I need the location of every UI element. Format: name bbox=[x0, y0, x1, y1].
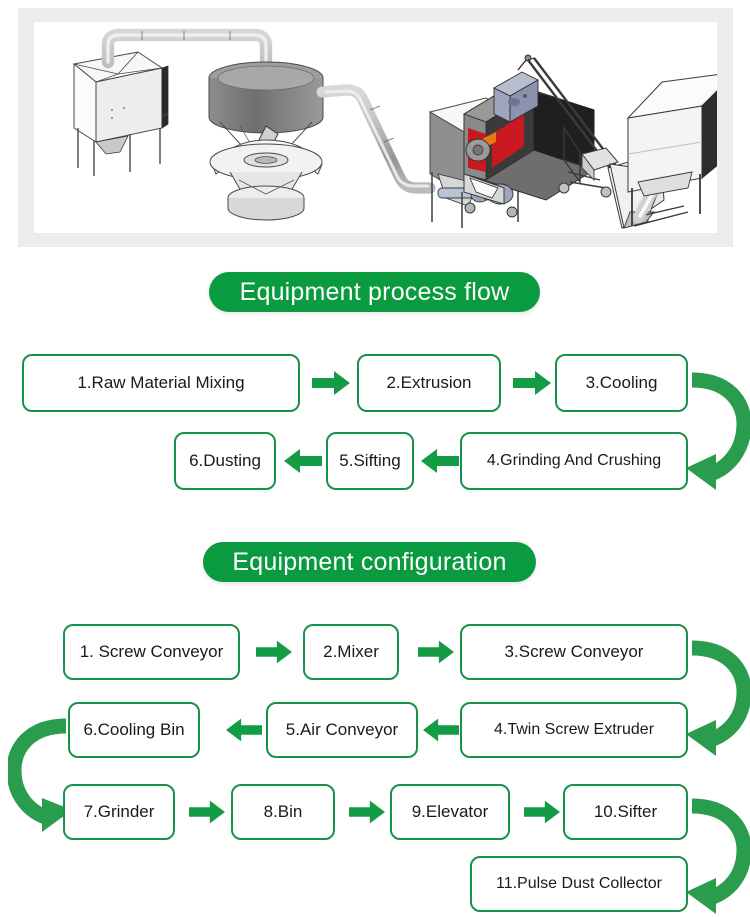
curved-arrow-step3-to-step4 bbox=[684, 358, 750, 490]
config-item-11-pulse-dust-collector[interactable]: 11.Pulse Dust Collector bbox=[470, 856, 688, 912]
production-line-illustration bbox=[72, 28, 717, 229]
machine-storage-bin bbox=[626, 74, 717, 226]
config-item-2-mixer[interactable]: 2.Mixer bbox=[303, 624, 399, 680]
arrow-config2-to-config3 bbox=[418, 640, 454, 664]
curved-arrow-config3-to-config4 bbox=[684, 628, 750, 756]
config-item-6-cooling-bin[interactable]: 6.Cooling Bin bbox=[68, 702, 200, 758]
config-item-4-twin-screw-extruder[interactable]: 4.Twin Screw Extruder bbox=[460, 702, 688, 758]
curved-arrow-config10-to-config11 bbox=[684, 788, 750, 914]
arrow-config1-to-config2 bbox=[256, 640, 292, 664]
arrow-step2-to-step3 bbox=[513, 371, 551, 395]
flow-step-6-dusting[interactable]: 6.Dusting bbox=[174, 432, 276, 490]
machine-cooling-conveyor bbox=[527, 57, 619, 198]
arrow-config9-to-config10 bbox=[524, 800, 560, 824]
config-item-7-grinder[interactable]: 7.Grinder bbox=[63, 784, 175, 840]
arrow-step5-to-step6 bbox=[284, 449, 322, 473]
machine-cyclone-separator bbox=[208, 61, 324, 221]
machine-twin-screw-extruder bbox=[462, 54, 595, 218]
flow-step-4-grinding-and-crushing[interactable]: 4.Grinding And Crushing bbox=[460, 432, 688, 490]
config-item-5-air-conveyor[interactable]: 5.Air Conveyor bbox=[266, 702, 418, 758]
curved-arrow-config6-to-config7 bbox=[8, 706, 74, 832]
flow-step-1-raw-material-mixing[interactable]: 1.Raw Material Mixing bbox=[22, 354, 300, 412]
config-item-1-screw-conveyor[interactable]: 1. Screw Conveyor bbox=[63, 624, 240, 680]
arrow-config5-to-config6 bbox=[226, 718, 262, 742]
arrow-config7-to-config8 bbox=[189, 800, 225, 824]
config-item-8-bin[interactable]: 8.Bin bbox=[231, 784, 335, 840]
config-item-9-elevator[interactable]: 9.Elevator bbox=[390, 784, 510, 840]
config-item-3-screw-conveyor[interactable]: 3.Screw Conveyor bbox=[460, 624, 688, 680]
illustration-canvas bbox=[34, 22, 717, 233]
arrow-step1-to-step2 bbox=[312, 371, 350, 395]
pipe-bin-to-cyclone bbox=[101, 28, 277, 127]
machine-hopper-bin bbox=[72, 51, 169, 176]
section-banner-equipment-configuration: Equipment configuration bbox=[203, 542, 536, 582]
section-banner-process-flow: Equipment process flow bbox=[209, 272, 540, 312]
flow-step-2-extrusion[interactable]: 2.Extrusion bbox=[357, 354, 501, 412]
pipe-cyclone-to-feeder bbox=[316, 84, 436, 194]
arrow-step4-to-step5 bbox=[421, 449, 459, 473]
config-item-10-sifter[interactable]: 10.Sifter bbox=[563, 784, 688, 840]
arrow-config8-to-config9 bbox=[349, 800, 385, 824]
flow-step-3-cooling[interactable]: 3.Cooling bbox=[555, 354, 688, 412]
arrow-config4-to-config5 bbox=[423, 718, 459, 742]
illustration-frame bbox=[18, 8, 733, 247]
flow-step-5-sifting[interactable]: 5.Sifting bbox=[326, 432, 414, 490]
